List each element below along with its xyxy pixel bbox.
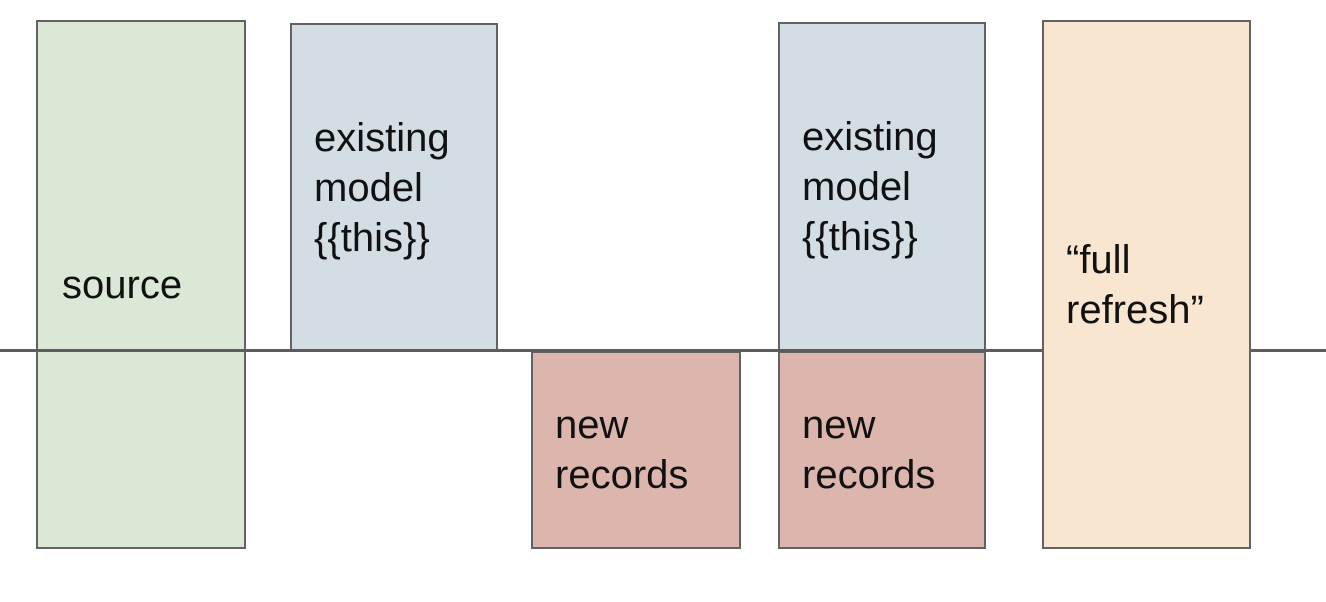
timeline-line — [0, 349, 1326, 352]
source-box-label: source — [62, 262, 183, 307]
full-refresh-box: “full refresh” — [1042, 20, 1251, 549]
existing-model-box-2: existing model {{this}} — [778, 22, 986, 352]
new-records-box-2-label: new records — [802, 403, 936, 497]
source-box: source — [36, 20, 246, 549]
existing-model-box-1: existing model {{this}} — [290, 23, 498, 352]
new-records-box-1: new records — [531, 351, 741, 549]
existing-model-box-2-label: existing model {{this}} — [802, 115, 938, 259]
existing-model-box-1-label: existing model {{this}} — [314, 115, 450, 260]
full-refresh-box-label: “full refresh” — [1066, 237, 1204, 332]
new-records-box-1-label: new records — [555, 403, 689, 497]
new-records-box-2: new records — [778, 351, 986, 549]
